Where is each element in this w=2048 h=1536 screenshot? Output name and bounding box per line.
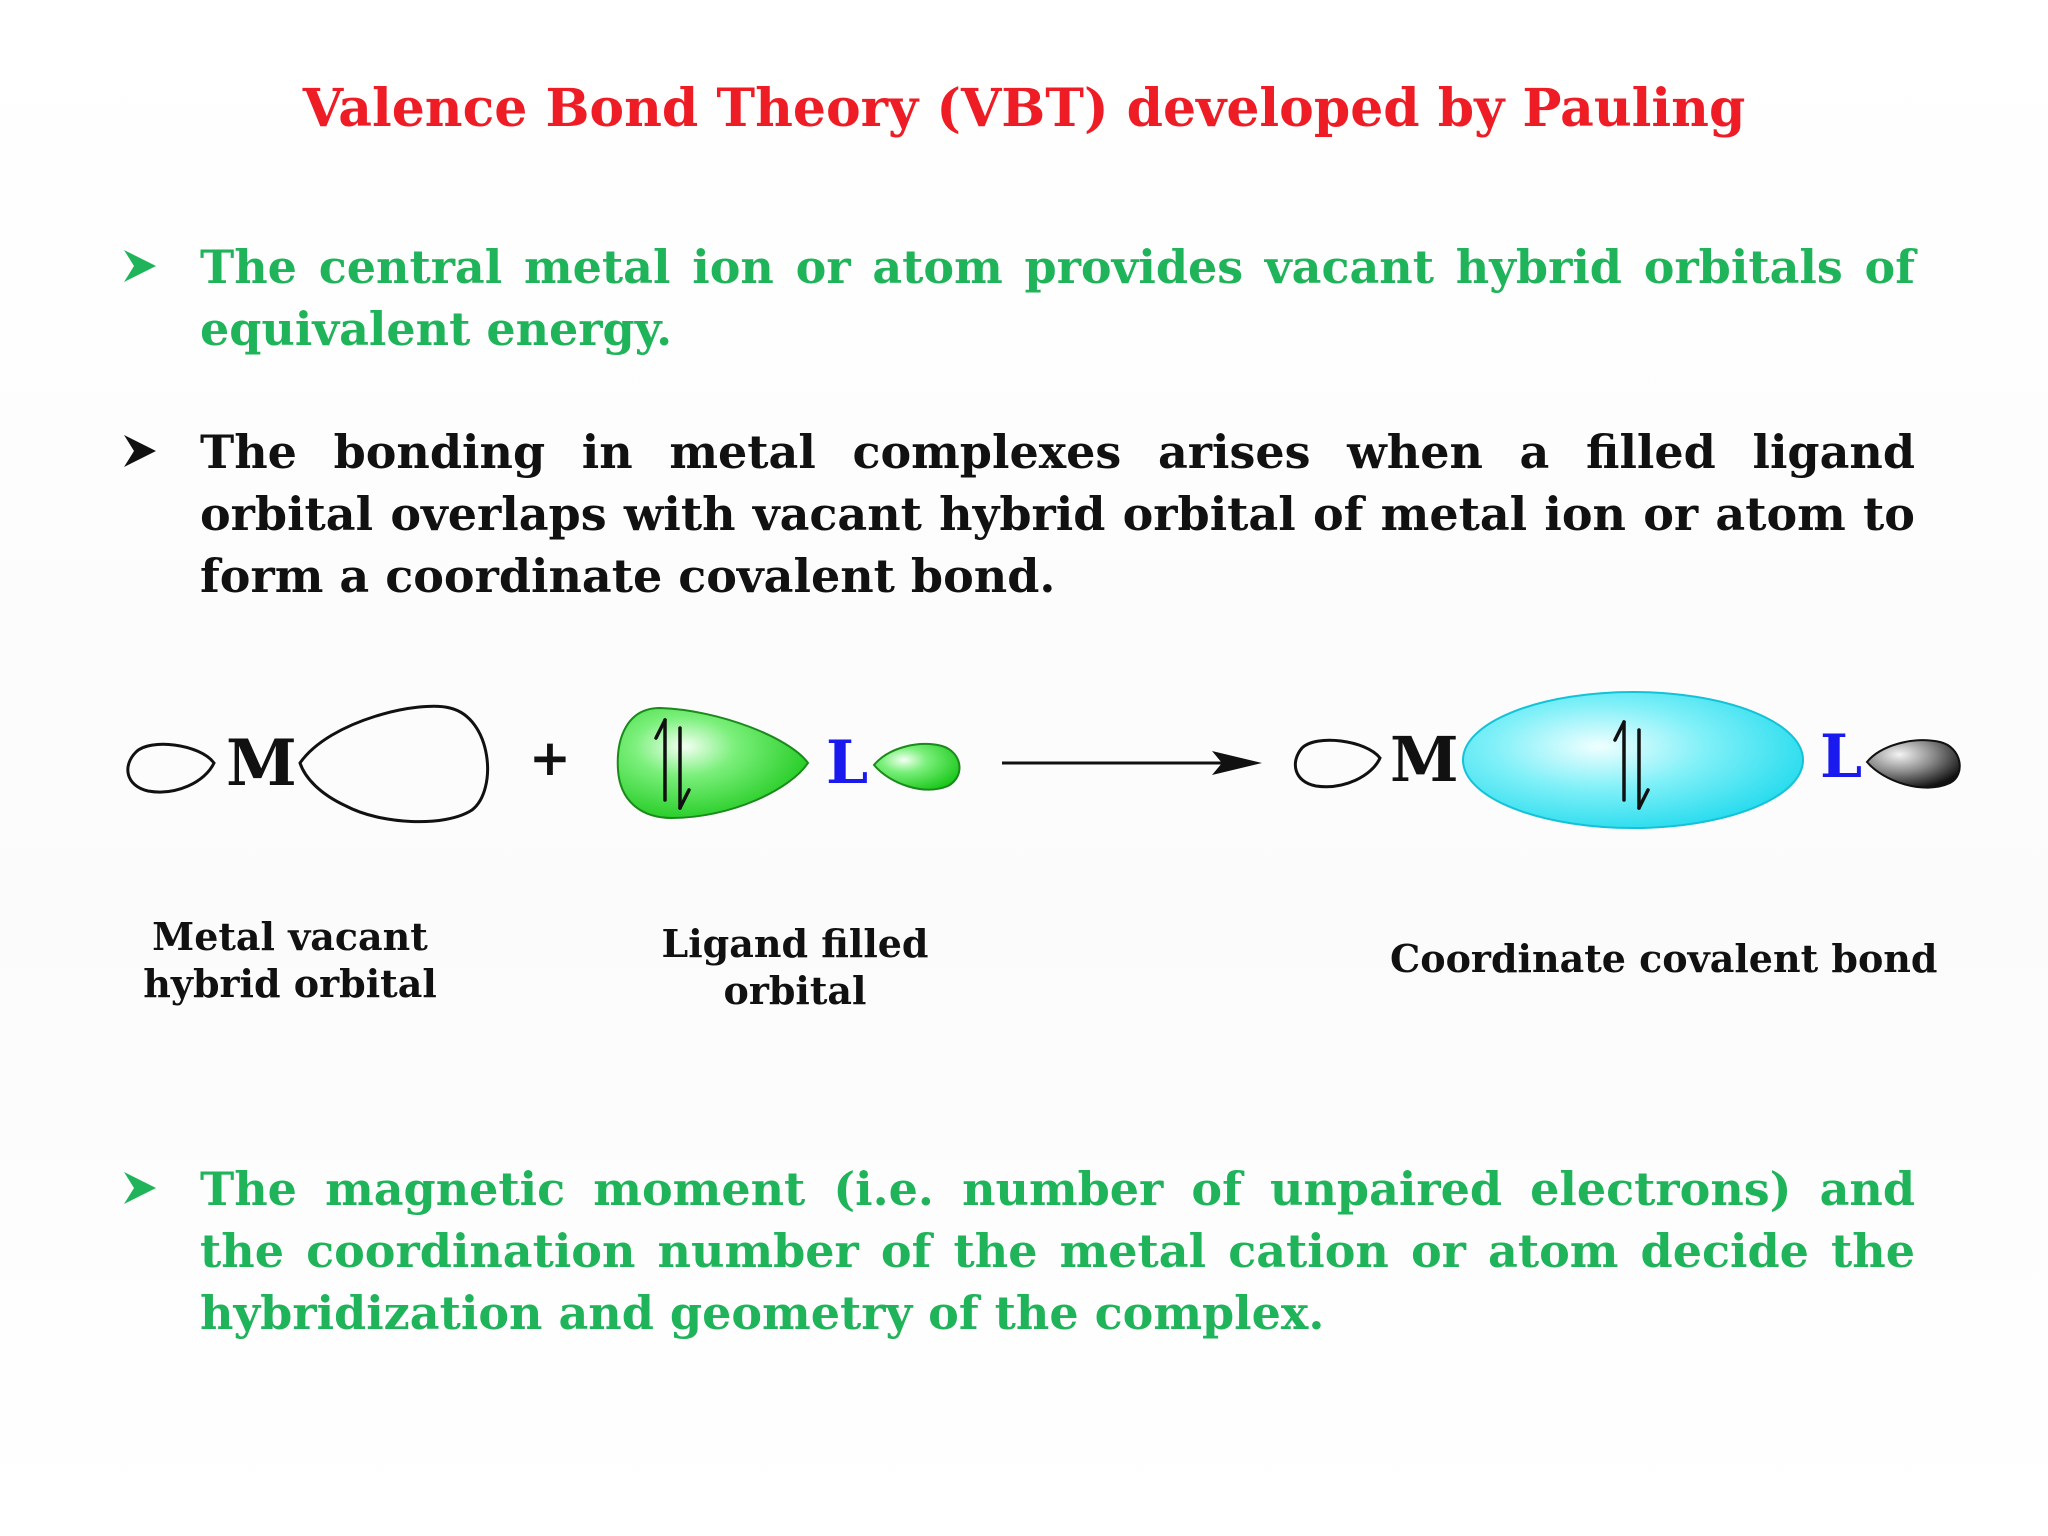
bullet-3: The magnetic moment (i.e. number of unpa… xyxy=(120,1158,1915,1348)
bullet-1: The central metal ion or atom provides v… xyxy=(120,236,1915,366)
metal-large-lobe xyxy=(298,704,490,824)
product-metal-symbol: M xyxy=(1390,723,1459,796)
bullet-2-text: The bonding in metal complexes arises wh… xyxy=(200,425,1915,603)
caption-ligand-orbital: Ligand filled orbital xyxy=(661,921,929,1013)
metal-hybrid-orbital: M xyxy=(126,704,490,824)
bullet-3-text: The magnetic moment (i.e. number of unpa… xyxy=(200,1162,1915,1340)
product-metal-small-lobe xyxy=(1293,738,1382,789)
slide-title: Valence Bond Theory (VBT) developed by P… xyxy=(302,78,1746,139)
electron-pair-icon xyxy=(654,718,691,810)
product-ligand-symbol: L xyxy=(1820,722,1862,792)
bond-orbital xyxy=(1462,691,1804,829)
arrowhead-bullet-icon xyxy=(124,250,156,282)
metal-symbol: M xyxy=(226,726,297,801)
arrowhead-bullet-icon xyxy=(124,435,156,467)
reaction-arrow-icon xyxy=(1002,751,1262,775)
ligand-small-lobe xyxy=(872,743,961,791)
bullet-2: The bonding in metal complexes arises wh… xyxy=(120,421,1915,611)
caption-bond: Coordinate covalent bond xyxy=(1390,936,1938,981)
ligand-filled-orbital: L xyxy=(616,706,961,820)
metal-small-lobe xyxy=(126,742,216,794)
ligand-large-lobe xyxy=(616,706,810,820)
ligand-symbol: L xyxy=(826,728,868,798)
coordinate-covalent-bond: M L xyxy=(1293,691,1961,829)
plus-sign: + xyxy=(529,729,571,787)
arrowhead-bullet-icon xyxy=(124,1172,156,1204)
bullet-1-text: The central metal ion or atom provides v… xyxy=(200,240,1915,356)
bond-electron-pair-icon xyxy=(1613,720,1650,810)
caption-metal-orbital: Metal vacant hybrid orbital xyxy=(143,914,437,1006)
product-ligand-lobe xyxy=(1865,739,1961,789)
